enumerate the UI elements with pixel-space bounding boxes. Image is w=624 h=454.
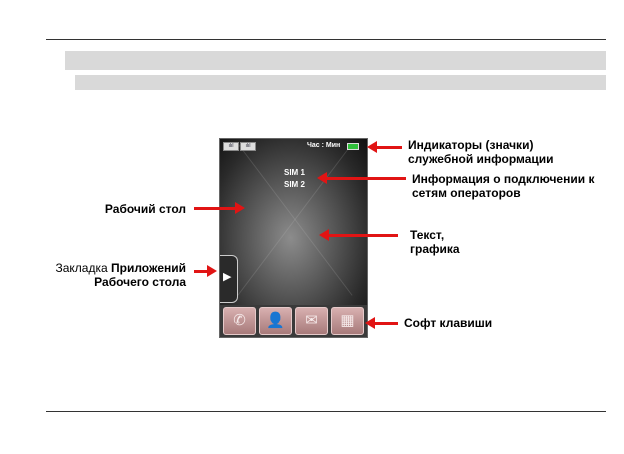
status-bar: ılıl ılıl Час : Мин [220,139,367,153]
sim2-label: SIM 2 [284,180,305,189]
signal-sim2-icon: ılıl [240,142,256,151]
label-apps-tab-prefix: Закладка [55,261,111,275]
arrow-desktop [194,202,245,214]
label-indicators-line2: служебной информации [408,152,554,166]
top-rule [46,39,606,40]
label-apps-tab-bold1: Приложений [111,261,186,275]
arrow-softkeys [365,317,398,329]
arrow-indicators [367,141,402,153]
contacts-icon: 👤 [266,312,285,329]
label-text-line1: Текст, [410,228,445,242]
arrow-network [317,172,406,184]
arrow-apps-tab [194,265,217,277]
label-desktop: Рабочий стол [104,202,186,216]
label-softkeys: Софт клавиши [404,316,493,330]
softkey-calls[interactable]: ✆ [223,307,256,335]
label-network-line1: Информация о подключении к [412,172,595,186]
bottom-rule [46,411,606,412]
softkey-bar: ✆ 👤 ✉ ▦ [220,305,367,337]
label-apps-tab-line2: Рабочего стола [94,275,186,289]
label-apps-tab-line1: Закладка Приложений [46,261,186,275]
softkey-contacts[interactable]: 👤 [259,307,292,335]
phone-call-icon: ✆ [233,312,246,329]
battery-icon [347,143,359,150]
clock-text: Час : Мин [307,142,341,149]
phone-screen: ılıl ılıl Час : Мин SIM 1 SIM 2 ▶ ✆ 👤 ✉ … [219,138,368,338]
softkey-messages[interactable]: ✉ [295,307,328,335]
label-text-line2: графика [410,242,460,256]
softkey-menu[interactable]: ▦ [331,307,364,335]
label-indicators-line1: Индикаторы (значки) [408,138,534,152]
label-text-graphics: Текст, графика [410,228,460,256]
sim1-label: SIM 1 [284,168,305,177]
label-network-line2: сетям операторов [412,186,521,200]
label-indicators: Индикаторы (значки) служебной информации [408,138,554,166]
envelope-icon: ✉ [305,312,318,329]
grid-menu-icon: ▦ [340,312,355,329]
label-apps-tab: Закладка Приложений Рабочего стола [46,261,186,289]
header-band-1 [65,51,606,70]
signal-sim1-icon: ılıl [223,142,239,151]
apps-tab[interactable]: ▶ [220,255,238,303]
play-triangle-icon: ▶ [223,271,232,283]
label-network: Информация о подключении к сетям операто… [412,172,594,200]
header-band-2 [75,75,606,90]
arrow-text-graphics [319,229,398,241]
